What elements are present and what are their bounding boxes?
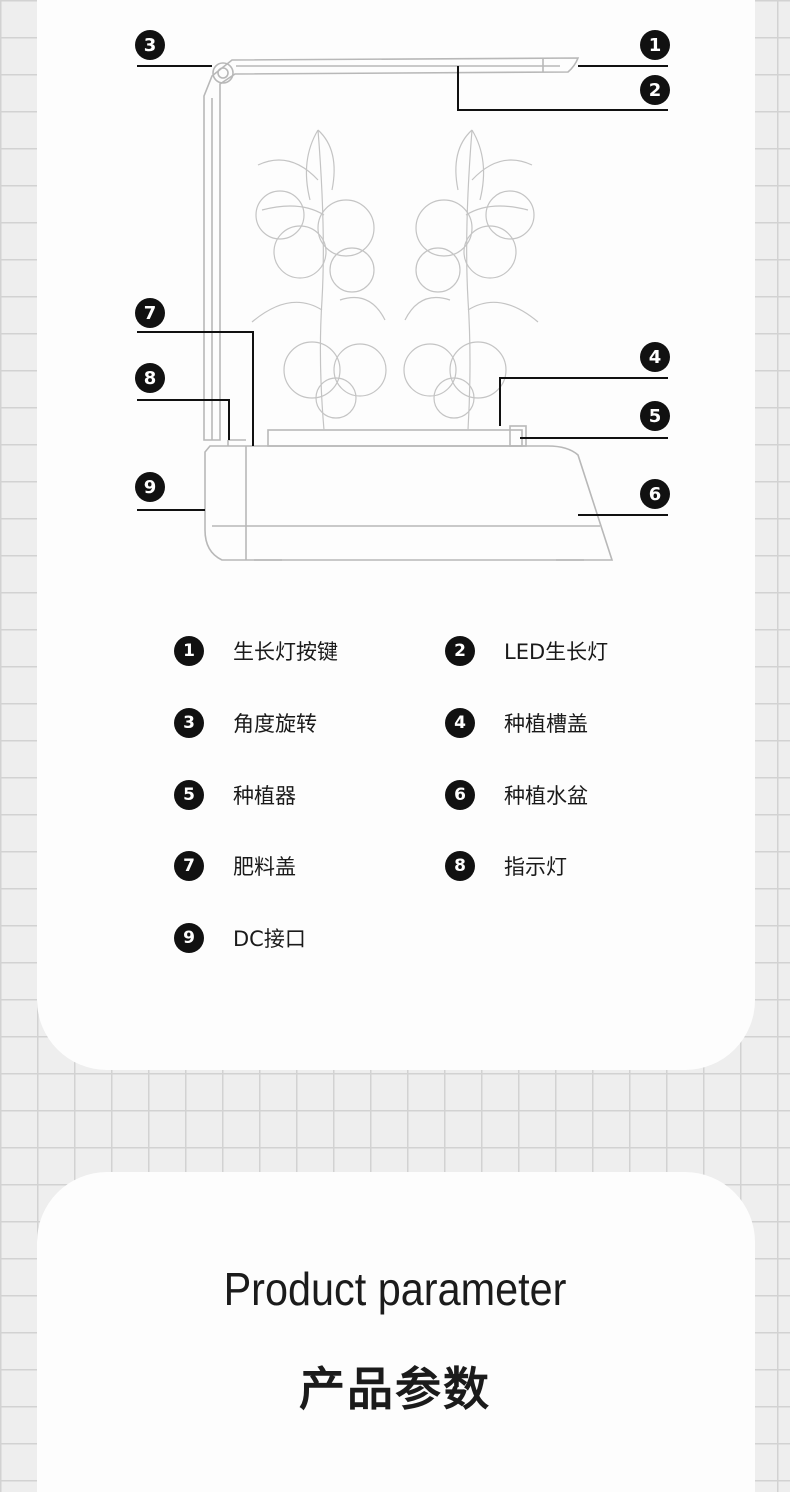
diagram-card: [37, 0, 755, 1070]
callout-lines: [137, 65, 668, 516]
svg-text:9: 9: [144, 477, 157, 498]
legend-item-1: 1 生长灯按键: [174, 635, 338, 667]
callout-2: 2: [640, 75, 670, 105]
product-diagram: 1 2 3 4 5 6 7 8 9: [135, 30, 670, 561]
legend-badge: 3: [174, 708, 204, 738]
callout-6: 6: [640, 479, 670, 509]
legend-badge: 9: [174, 923, 204, 953]
legend-item-7: 7 肥料盖: [174, 850, 296, 882]
svg-text:3: 3: [144, 35, 157, 56]
section-title-en: Product parameter: [223, 1263, 567, 1315]
product-outline: [203, 57, 614, 561]
legend-badge: 1: [174, 636, 204, 666]
flower-illustration: [251, 129, 539, 431]
callout-1: 1: [640, 30, 670, 60]
legend-label: LED生长灯: [504, 640, 609, 664]
callout-5: 5: [640, 401, 670, 431]
legend-label: 种植器: [233, 784, 296, 808]
legend-item-2: 2 LED生长灯: [445, 635, 608, 667]
parameter-card: [37, 1172, 755, 1492]
callout-8: 8: [135, 363, 165, 393]
svg-text:7: 7: [144, 303, 157, 324]
svg-text:5: 5: [649, 406, 662, 427]
svg-text:4: 4: [649, 347, 662, 368]
legend-item-9: 9 DC接口: [174, 922, 306, 954]
legend-badge: 8: [445, 851, 475, 881]
legend-label: 种植槽盖: [504, 712, 588, 736]
svg-text:8: 8: [144, 368, 157, 389]
legend-item-4: 4 种植槽盖: [445, 707, 588, 739]
legend-label: 指示灯: [504, 855, 567, 879]
callout-3: 3: [135, 30, 165, 60]
legend-item-5: 5 种植器: [174, 779, 296, 811]
callout-9: 9: [135, 472, 165, 502]
legend-badge: 2: [445, 636, 475, 666]
legend-label: DC接口: [233, 927, 306, 951]
legend-item-3: 3 角度旋转: [174, 707, 317, 739]
legend-label: 生长灯按键: [233, 640, 338, 664]
legend-badge: 5: [174, 780, 204, 810]
legend-item-8: 8 指示灯: [445, 850, 567, 882]
section-title-zh: 产品参数: [299, 1362, 491, 1416]
legend-label: 肥料盖: [233, 855, 296, 879]
legend-badge: 7: [174, 851, 204, 881]
legend-item-6: 6 种植水盆: [445, 779, 588, 811]
callout-4: 4: [640, 342, 670, 372]
legend-badge: 4: [445, 708, 475, 738]
legend-label: 种植水盆: [504, 784, 588, 808]
svg-text:2: 2: [649, 80, 662, 101]
svg-text:6: 6: [649, 484, 662, 505]
legend-label: 角度旋转: [233, 712, 317, 736]
svg-text:1: 1: [649, 35, 662, 56]
legend-badge: 6: [445, 780, 475, 810]
callout-7: 7: [135, 298, 165, 328]
